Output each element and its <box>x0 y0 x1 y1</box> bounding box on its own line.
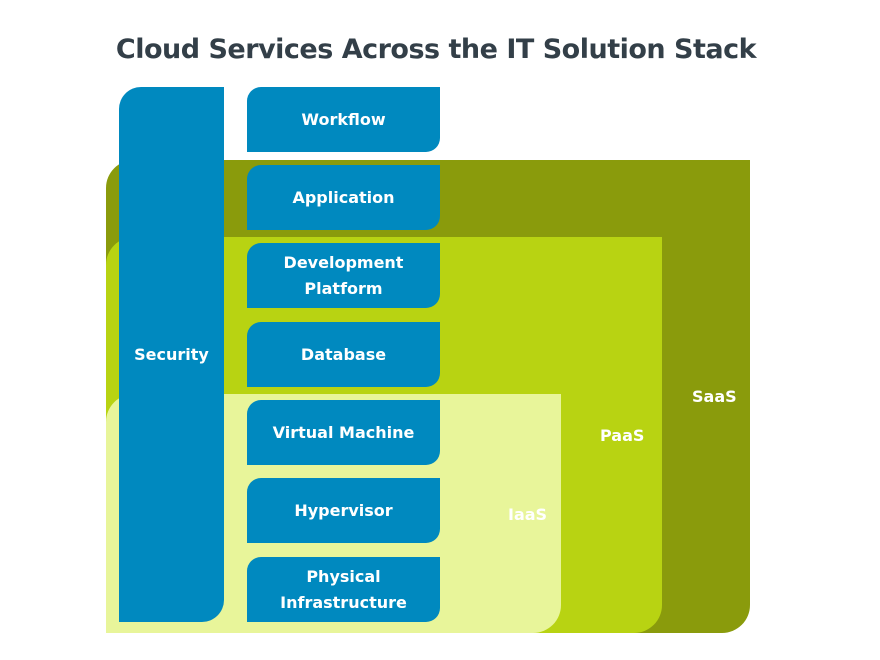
stack-label: Virtual Machine <box>272 422 415 442</box>
stack-label: Workflow <box>301 109 386 129</box>
stack-label: Hypervisor <box>294 500 393 520</box>
stack-box-physical-infrastructure: Physical Infrastructure <box>247 557 440 622</box>
stack-box-database: Database <box>247 322 440 387</box>
security-label: Security <box>134 345 209 364</box>
stack-label: Database <box>300 344 387 364</box>
paas-label: PaaS <box>600 426 645 445</box>
stack-box-virtual-machine: Virtual Machine <box>247 400 440 465</box>
saas-label: SaaS <box>692 387 737 406</box>
iaas-label: IaaS <box>508 505 548 524</box>
security-column: Security <box>119 87 224 622</box>
stack-box-application: Application <box>247 165 440 230</box>
stack-label: Physical Infrastructure <box>280 566 407 612</box>
stack-box-hypervisor: Hypervisor <box>247 478 440 543</box>
stack-label: Development Platform <box>283 252 404 298</box>
stack-label: Application <box>292 187 395 207</box>
stack-box-development-platform: Development Platform <box>247 243 440 308</box>
stack-box-workflow: Workflow <box>247 87 440 152</box>
diagram-title: Cloud Services Across the IT Solution St… <box>115 34 757 65</box>
